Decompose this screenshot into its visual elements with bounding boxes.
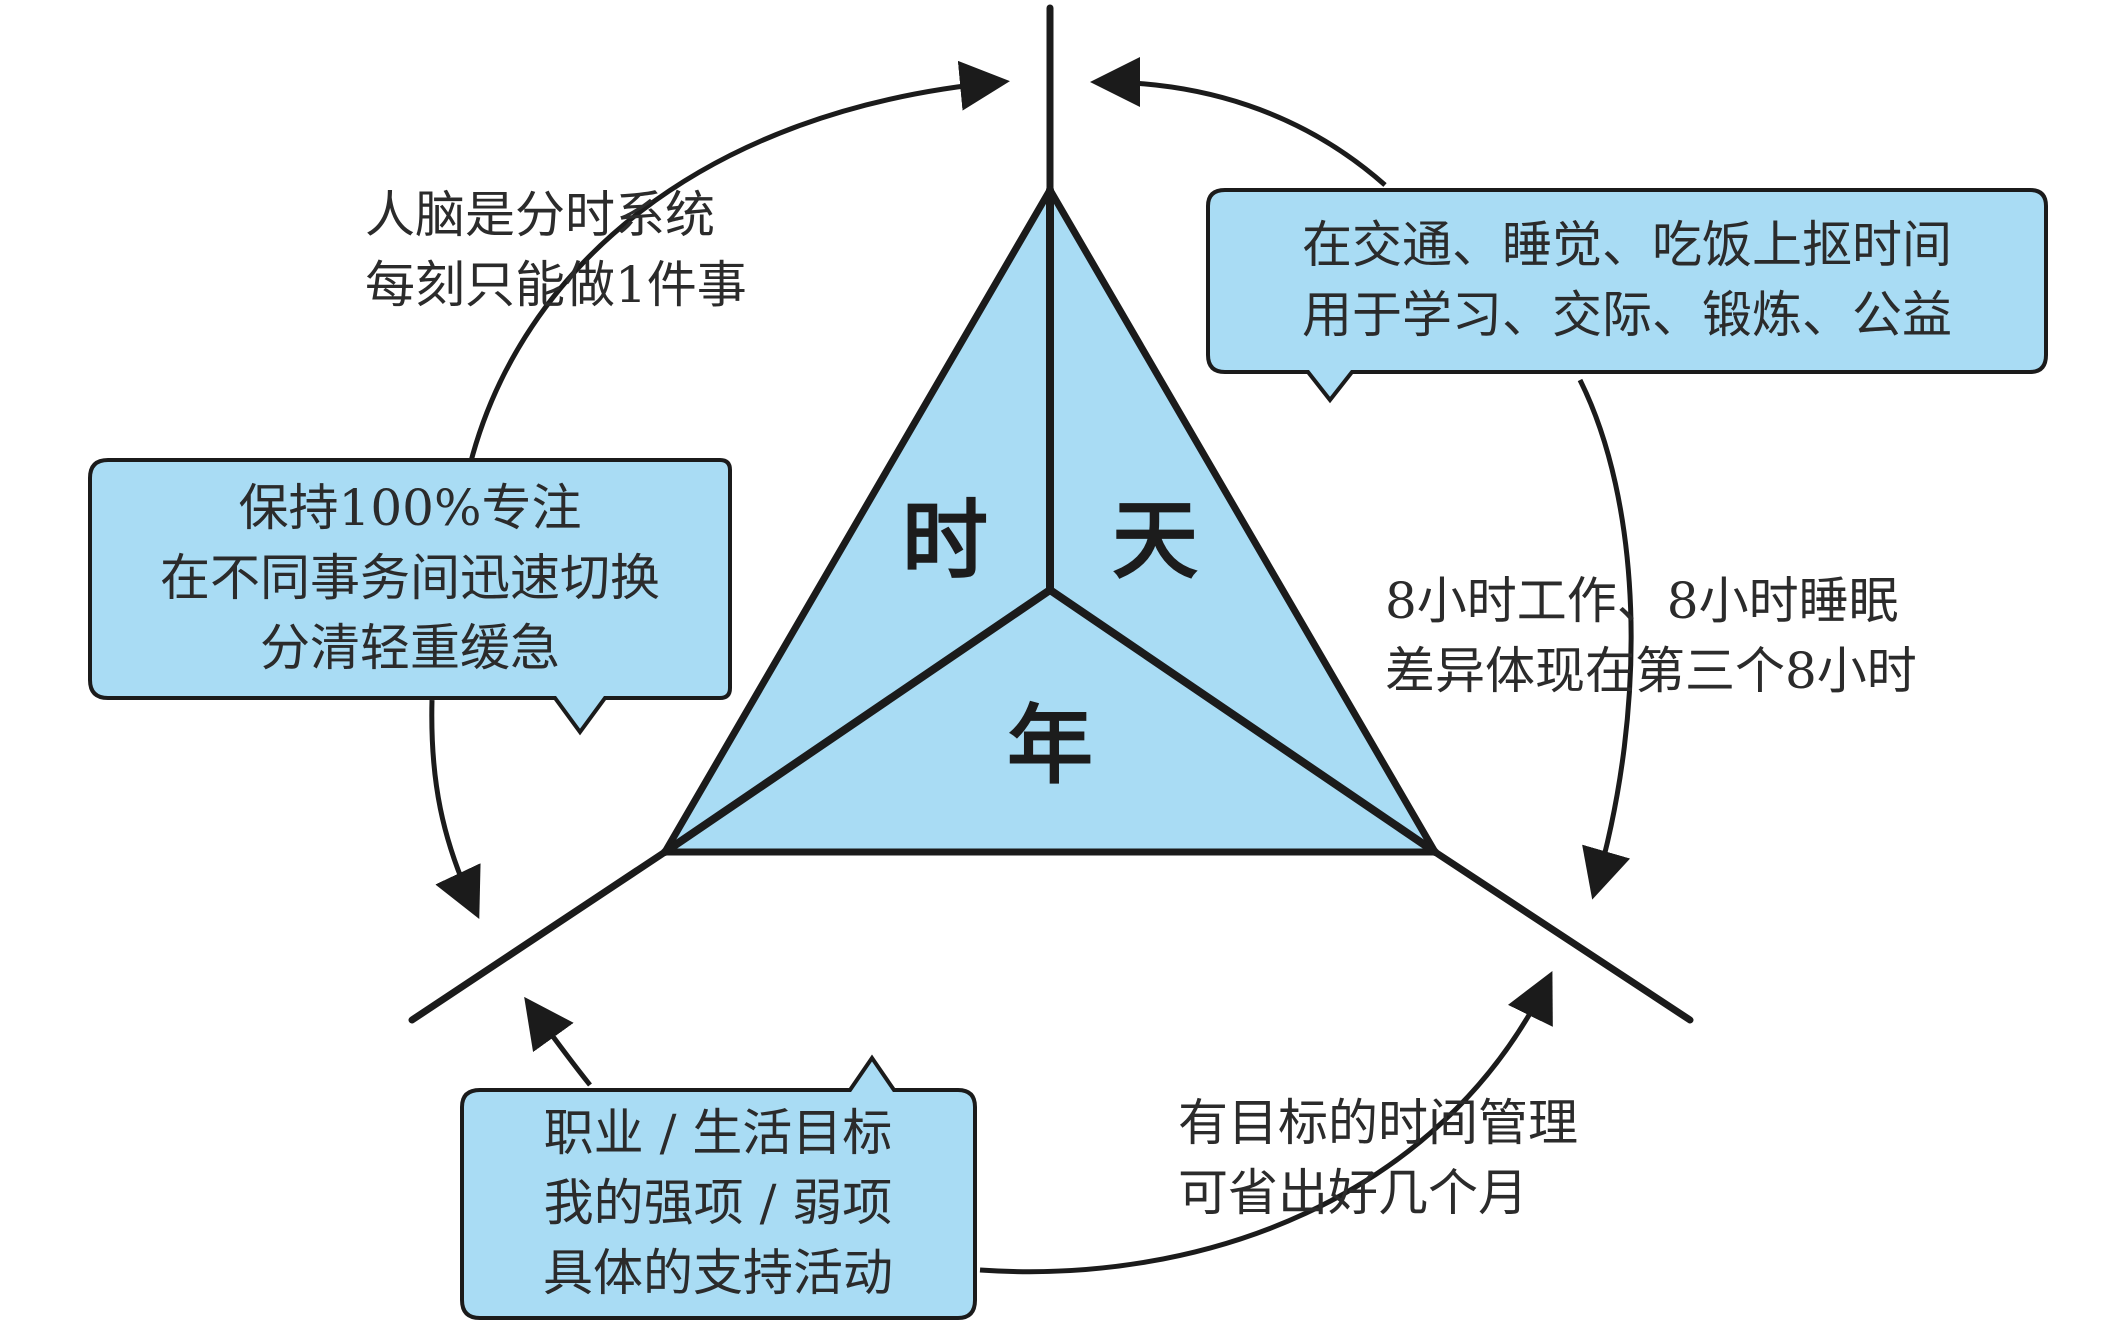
- label-tian: 天: [1112, 490, 1198, 591]
- note-bottom-right-line-2: 可省出好几个月: [1178, 1164, 1528, 1222]
- axis-right: [1431, 848, 1694, 1024]
- bubble-bottom-line-1: 职业 / 生活目标: [544, 1104, 893, 1162]
- axes: [408, 4, 1694, 1024]
- arrow-arc-top-right: [1090, 57, 1387, 187]
- bubble-top-right-shape: [1206, 188, 2048, 404]
- arrow-arc-top-left: [467, 60, 1010, 466]
- cycle-arrows: [429, 57, 1634, 1275]
- note-bottom-right-line-1: 有目标的时间管理: [1178, 1094, 1578, 1152]
- arrow-arc-bottom-left: [524, 996, 592, 1087]
- bubble-top-right: 在交通、睡觉、吃饭上抠时间 用于学习、交际、锻炼、公益: [1206, 188, 2048, 404]
- label-nian: 年: [1007, 695, 1093, 796]
- arrow-arc-left: [429, 699, 481, 920]
- note-bottom-right: 有目标的时间管理 可省出好几个月: [1178, 1094, 1578, 1222]
- axis-left: [408, 848, 669, 1024]
- bubble-left: 保持100%专注 在不同事务间迅速切换 分清轻重缓急: [88, 458, 732, 736]
- triangle-dividers: [661, 186, 1439, 856]
- bubble-left-line-2: 在不同事务间迅速切换: [160, 549, 660, 607]
- note-right-line-1: 8小时工作、8小时睡眠: [1385, 572, 1899, 630]
- arrow-arc-right: [1577, 378, 1634, 900]
- divider-left: [661, 586, 1054, 856]
- bubble-left-line-1: 保持100%专注: [239, 479, 582, 537]
- note-top-left-line-2: 每刻只能做1件事: [365, 256, 747, 314]
- bubble-top-right-line-2: 用于学习、交际、锻炼、公益: [1302, 286, 1952, 344]
- bubble-bottom-shape: [460, 1054, 977, 1320]
- divider-right: [1046, 586, 1439, 856]
- label-shi: 时: [902, 490, 988, 591]
- note-right-line-2: 差异体现在第三个8小时: [1385, 642, 1917, 700]
- bubble-left-line-3: 分清轻重缓急: [260, 619, 560, 677]
- bubble-top-right-line-1: 在交通、睡觉、吃饭上抠时间: [1302, 216, 1952, 274]
- note-top-left: 人脑是分时系统 每刻只能做1件事: [365, 186, 747, 314]
- note-right: 8小时工作、8小时睡眠 差异体现在第三个8小时: [1385, 572, 1917, 700]
- bubble-bottom: 职业 / 生活目标 我的强项 / 弱项 具体的支持活动: [460, 1054, 977, 1320]
- arrow-arc-bottom-right: [979, 971, 1553, 1275]
- bubble-bottom-line-3: 具体的支持活动: [543, 1244, 893, 1302]
- bubble-bottom-line-2: 我的强项 / 弱项: [544, 1174, 893, 1232]
- bubble-left-shape: [88, 458, 732, 736]
- note-top-left-line-1: 人脑是分时系统: [365, 186, 715, 244]
